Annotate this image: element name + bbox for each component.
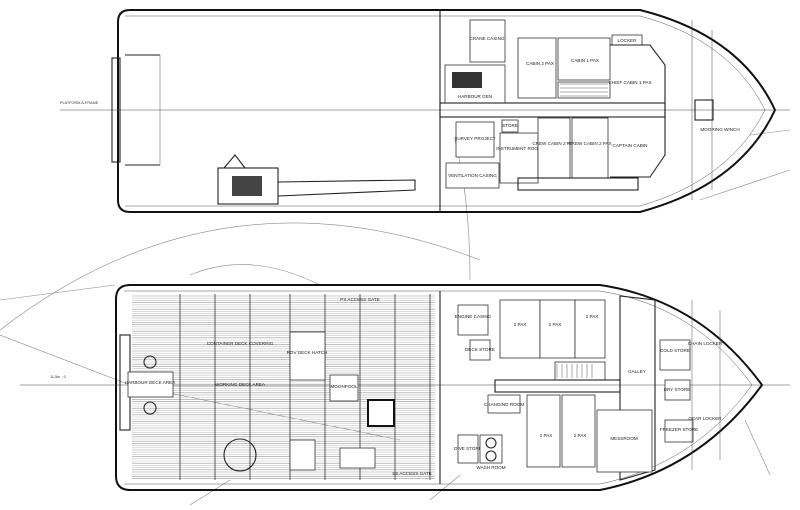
label-chain-locker: CHAIN LOCKER <box>688 341 723 346</box>
label-ps-access-gate: PS ACCESS GATE <box>340 297 379 302</box>
label-2pax-1: 2 PAX <box>514 322 527 327</box>
label-changing-room: CHANGING ROOM <box>484 402 524 407</box>
label-locker: LOCKER <box>618 38 638 43</box>
label-instrument-room: INSTRUMENT ROOM <box>496 146 542 151</box>
label-cabin-1pax: CABIN 1 PAX <box>571 58 599 63</box>
crane <box>217 154 416 205</box>
label-galley: GALLEY <box>628 369 646 374</box>
label-deck-hatch: ROV DECK HATCH <box>287 350 328 355</box>
label-wash-room: WASH ROOM <box>476 465 505 470</box>
label-working-deck: WORKING DECK AREA <box>215 382 266 387</box>
label-survey-project: SURVEY PROJECT <box>454 136 496 141</box>
label-gear-locker: GEAR LOCKER <box>688 416 722 421</box>
label-container-deck: CONTAINER DECK COVERING <box>207 341 274 346</box>
label-ventilation-casing: VENTILATION CASING <box>448 173 497 178</box>
label-deck-store: DECK STORE <box>465 347 495 352</box>
main-hull-outline <box>115 284 764 491</box>
label-cold-store: COLD STORE <box>660 348 690 353</box>
label-2pax-2: 2 PAX <box>549 322 562 327</box>
main-annotation-left: 11.5m - 0 <box>50 375 66 379</box>
label-crew-cabin-b: CREW CABIN 2 PAX <box>568 141 611 146</box>
label-2pax-5: 2 PAX <box>574 433 587 438</box>
label-harbour-gen: HARBOUR GEN <box>458 94 492 99</box>
label-captain-cabin: CAPTAIN CABIN <box>613 143 648 148</box>
label-moonpool: MOONPOOL <box>330 384 358 389</box>
label-crane-casing: CRANE CASING <box>470 36 505 41</box>
label-chief-cabin: CHIEF CABIN 1 PAX <box>608 80 651 85</box>
upper-annotation-left: PLATFORM A-FRAME <box>60 101 99 105</box>
label-store: STORE <box>502 123 518 128</box>
label-dive-store: DIVE STORE <box>454 446 482 451</box>
deck-planking <box>132 294 435 480</box>
upper-hull-outline <box>117 9 777 213</box>
label-2pax-3: 2 PAX <box>586 314 599 319</box>
label-ss-access-gate: SS ACCESS GATE <box>392 471 431 476</box>
label-freezer-store: FREEZER STORE <box>660 427 698 432</box>
label-mooring-winch: MOORING WINCH <box>700 127 739 132</box>
label-2pax-4: 2 PAX <box>540 433 553 438</box>
main-deck-plan: 11.5m - 0 HARBOUR DECK AREA ROV DECK HAT… <box>20 284 790 491</box>
upper-deck-plan: PLATFORM A-FRAME CRANE CASING HARBOUR GE… <box>60 9 790 213</box>
label-crew-cabin-a: CREW CABIN 2 PAX <box>532 141 575 146</box>
label-engine-casing: ENGINE CASING <box>455 314 492 319</box>
label-cabin-2pax: CABIN 2 PAX <box>526 61 554 66</box>
label-dry-store: DRY STORE <box>664 387 691 392</box>
label-messroom: MESSROOM <box>610 436 637 441</box>
label-harbour-deck-area: HARBOUR DECK AREA <box>125 380 176 385</box>
